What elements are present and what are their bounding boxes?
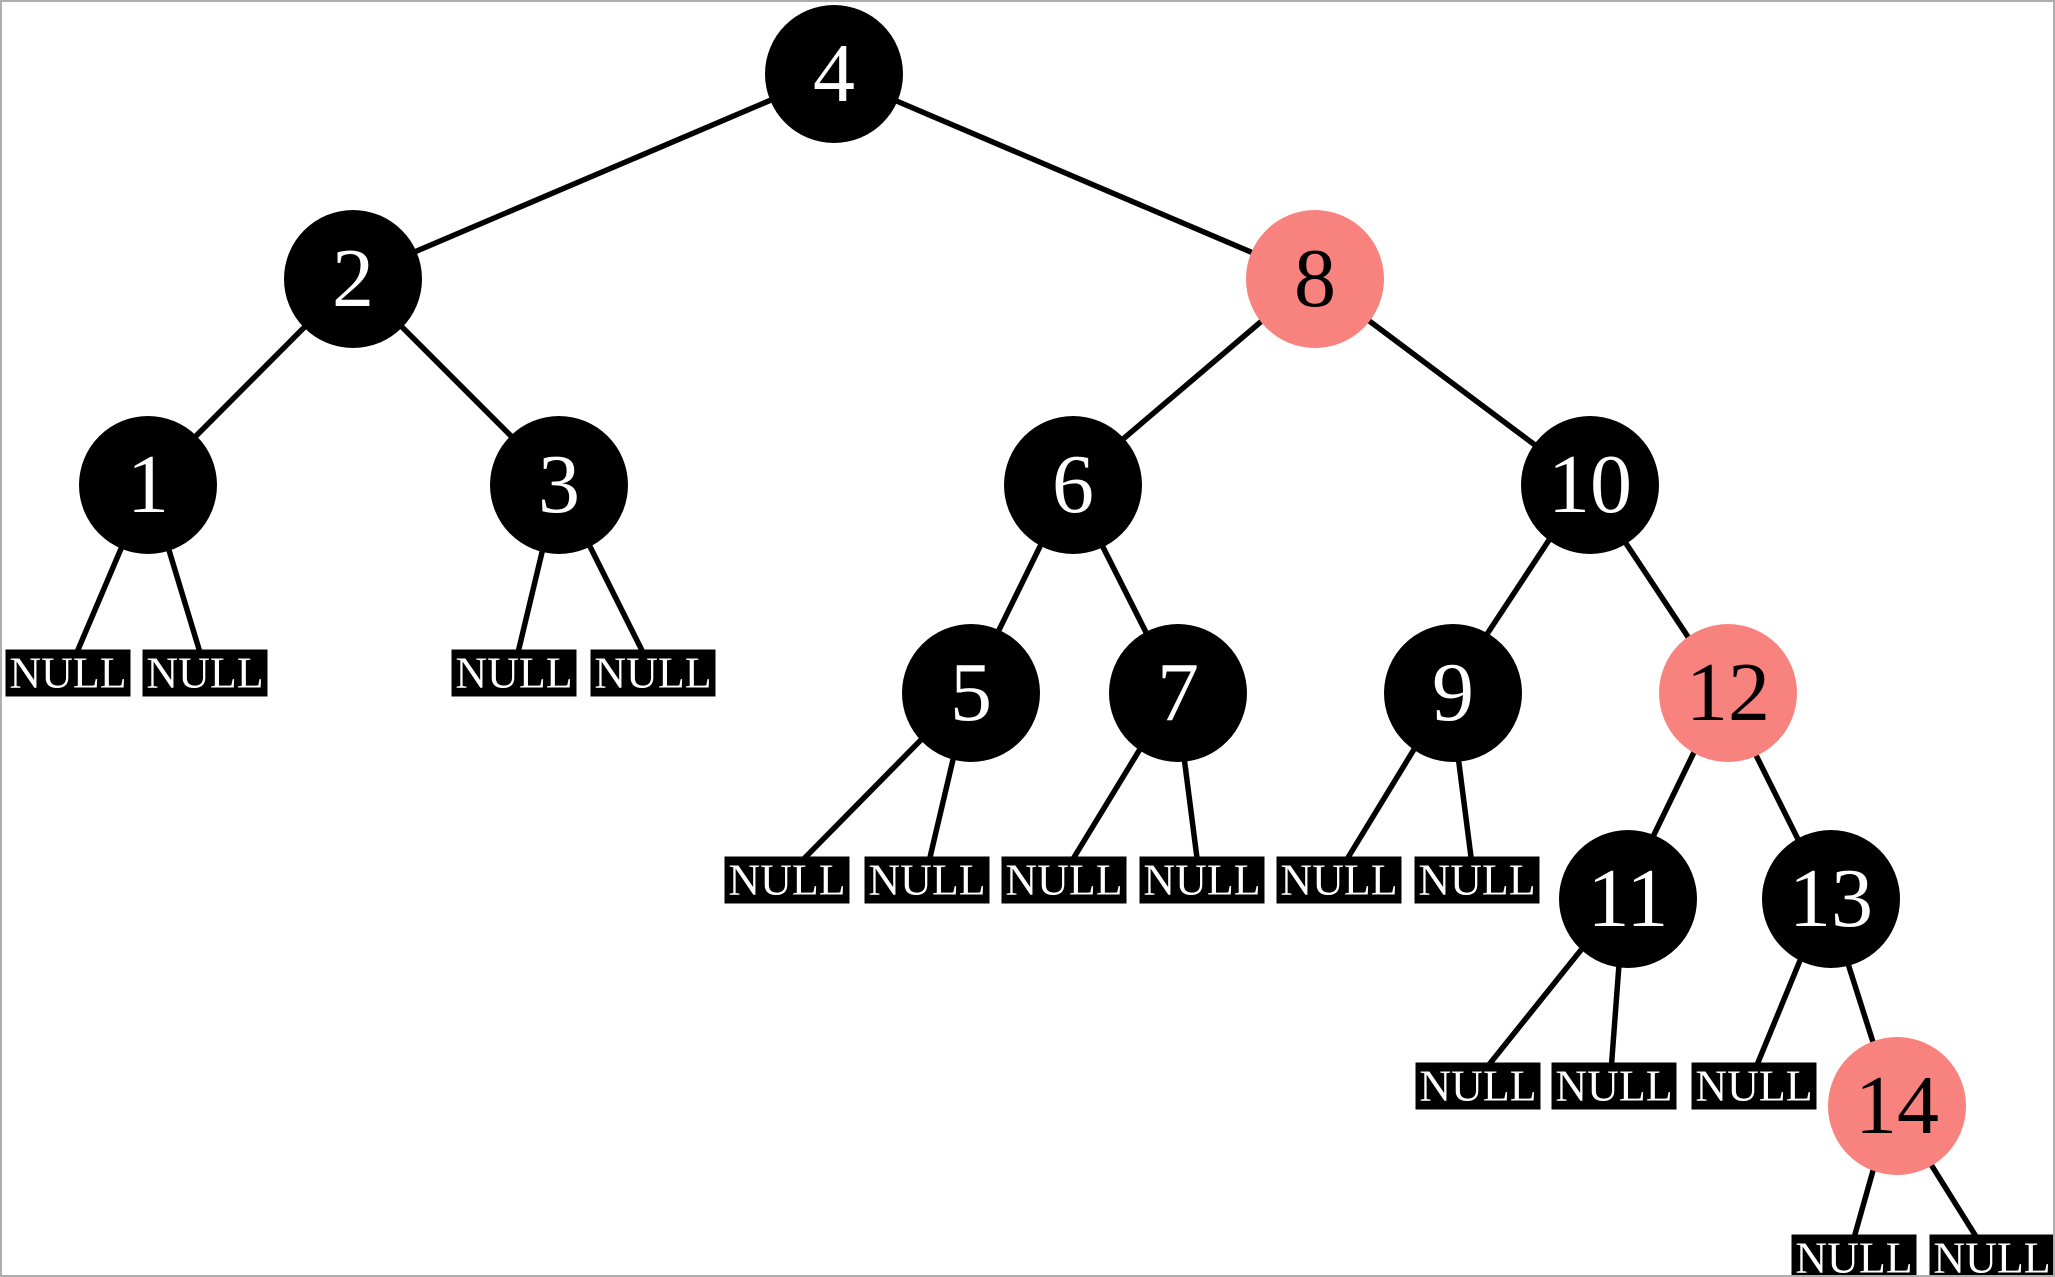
tree-node-5: 5 (902, 624, 1040, 762)
null-leaf-null-14R: NULL (1929, 1233, 2053, 1277)
tree-node-label: 13 (1789, 852, 1873, 945)
tree-node-8: 8 (1246, 210, 1384, 348)
tree-node-label: 3 (538, 438, 580, 531)
tree-node-14: 14 (1828, 1037, 1966, 1175)
null-leaf-null-11L: NULL (1415, 1061, 1541, 1110)
tree-node-9: 9 (1384, 624, 1522, 762)
null-leaf-label: NULL (455, 648, 573, 697)
null-leaf-null-1L: NULL (5, 648, 131, 697)
tree-node-2: 2 (284, 210, 422, 348)
tree-node-12: 12 (1659, 624, 1797, 762)
tree-node-11: 11 (1559, 830, 1697, 968)
null-leaf-label: NULL (146, 648, 264, 697)
null-leaf-null-3L: NULL (451, 648, 577, 697)
tree-node-label: 5 (950, 646, 992, 739)
tree-node-label: 10 (1548, 438, 1632, 531)
null-leaf-null-13L: NULL (1691, 1061, 1817, 1110)
tree-node-10: 10 (1521, 416, 1659, 554)
null-leaf-label: NULL (1933, 1233, 2051, 1277)
null-leaf-null-7L: NULL (1001, 855, 1127, 904)
tree-node-label: 2 (332, 232, 374, 325)
null-leaf-label: NULL (1555, 1061, 1673, 1110)
tree-node-label: 11 (1587, 852, 1669, 945)
tree-node-label: 1 (127, 438, 169, 531)
null-leaf-null-11R: NULL (1551, 1061, 1677, 1110)
tree-node-label: 14 (1855, 1059, 1939, 1152)
tree-edge-4-8 (831, 71, 1314, 281)
null-leaf-label: NULL (1280, 855, 1398, 904)
tree-node-label: 4 (813, 27, 855, 120)
null-leaf-label: NULL (868, 855, 986, 904)
null-leaf-null-5R: NULL (864, 855, 990, 904)
tree-node-label: 12 (1686, 646, 1770, 739)
null-leaf-null-9L: NULL (1276, 855, 1402, 904)
tree-node-1: 1 (79, 416, 217, 554)
null-leaf-label: NULL (1419, 1061, 1537, 1110)
null-leaf-label: NULL (1143, 855, 1261, 904)
null-leaf-null-5L: NULL (724, 855, 850, 904)
null-leaf-label: NULL (1695, 1061, 1813, 1110)
tree-node-label: 8 (1294, 232, 1336, 325)
null-leaf-null-9R: NULL (1414, 855, 1540, 904)
null-leaf-null-14L: NULL (1791, 1233, 1917, 1277)
null-leaf-label: NULL (594, 648, 712, 697)
null-leaf-label: NULL (1795, 1233, 1913, 1277)
null-leaf-label: NULL (1418, 855, 1536, 904)
tree-edge-4-2 (352, 71, 834, 281)
tree-node-13: 13 (1762, 830, 1900, 968)
tree-node-7: 7 (1109, 624, 1247, 762)
null-leaf-label: NULL (9, 648, 127, 697)
null-leaf-label: NULL (728, 855, 846, 904)
null-leaf-null-3R: NULL (590, 648, 716, 697)
tree-node-label: 9 (1432, 646, 1474, 739)
null-leaf-null-1R: NULL (142, 648, 268, 697)
tree-node-4: 4 (765, 5, 903, 143)
tree-node-3: 3 (490, 416, 628, 554)
tree-node-6: 6 (1004, 416, 1142, 554)
tree-node-label: 6 (1052, 438, 1094, 531)
tree-node-label: 7 (1157, 646, 1199, 739)
null-leaf-label: NULL (1005, 855, 1123, 904)
null-leaf-null-7R: NULL (1139, 855, 1265, 904)
